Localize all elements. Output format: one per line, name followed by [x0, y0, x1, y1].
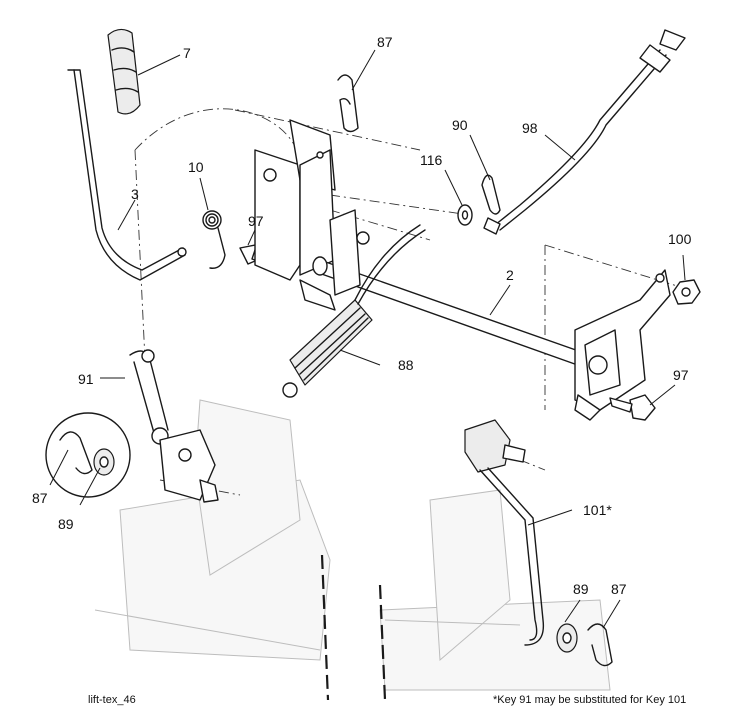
label-89-detail: 89 [58, 516, 74, 532]
part-87-clip-lower [587, 623, 613, 667]
part-88-spring [282, 224, 426, 398]
part-3-lift-handle [67, 69, 187, 281]
label-97-upper: 97 [248, 213, 264, 229]
label-89-lower: 89 [573, 581, 589, 597]
part-10-spring [202, 210, 226, 269]
part-90-clip [481, 174, 501, 215]
label-3: 3 [131, 186, 139, 202]
upper-bracket [254, 119, 336, 311]
footnote: *Key 91 may be substituted for Key 101 [493, 694, 686, 706]
part-100-nut [672, 279, 701, 305]
part-101-link [464, 419, 545, 646]
part-98-rod [483, 29, 686, 235]
label-101: 101* [583, 502, 612, 518]
label-91: 91 [78, 371, 94, 387]
right-bracket [574, 269, 671, 421]
callout-labels: 7 3 10 97 87 90 116 98 100 2 88 91 97 87… [32, 34, 692, 597]
part-89-washer-lower [556, 623, 578, 653]
label-7: 7 [183, 45, 191, 61]
part-91-link [129, 349, 169, 445]
label-88: 88 [398, 357, 414, 373]
label-90: 90 [452, 117, 468, 133]
label-87-top: 87 [377, 34, 393, 50]
label-98: 98 [522, 120, 538, 136]
part-87-clip-top [337, 74, 359, 133]
label-97-right: 97 [673, 367, 689, 383]
deck-ghost [94, 399, 611, 691]
part-7-grip [107, 28, 141, 115]
part-2-lift-shaft [312, 209, 591, 369]
label-87-detail: 87 [32, 490, 48, 506]
label-87-lower: 87 [611, 581, 627, 597]
left-lower-bracket [159, 429, 219, 503]
leader-lines [49, 49, 686, 629]
label-100: 100 [668, 231, 692, 247]
part-97-bolt-right [609, 394, 656, 421]
label-2: 2 [506, 267, 514, 283]
figure-id: lift-tex_46 [88, 694, 136, 706]
part-116-washer [457, 204, 473, 226]
label-116: 116 [420, 152, 443, 168]
detail-callout [45, 412, 131, 498]
label-10: 10 [188, 159, 204, 175]
